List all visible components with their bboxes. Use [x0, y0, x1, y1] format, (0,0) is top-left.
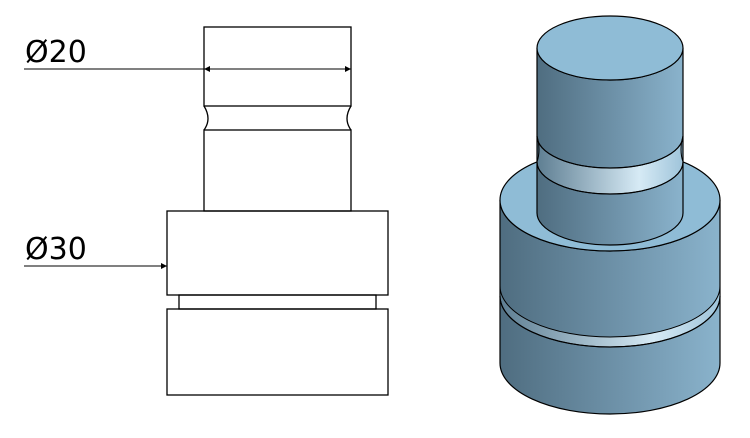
dimension-label-d20: Ø20: [25, 35, 87, 70]
dimension-label-d30: Ø30: [25, 232, 87, 267]
upper-shaft-lower-section: [203, 129, 352, 212]
front-view-drawing: [166, 26, 389, 396]
upper-shaft-groove-lower-edge: [536, 161, 684, 195]
upper-shaft-groove-neck: [203, 105, 352, 131]
base-lower-section: [166, 308, 389, 396]
dimension-diameter-30: Ø30: [24, 232, 167, 269]
base-groove: [178, 294, 377, 310]
upper-shaft-top-section: [203, 26, 352, 107]
base-upper-section: [166, 210, 389, 296]
dimension-diameter-20: Ø20: [24, 35, 351, 72]
isometric-3d-model: [499, 15, 721, 415]
upper-shaft-top-face: [536, 15, 684, 81]
base-groove-edge: [499, 295, 721, 348]
upper-shaft-groove-edge: [536, 135, 684, 169]
